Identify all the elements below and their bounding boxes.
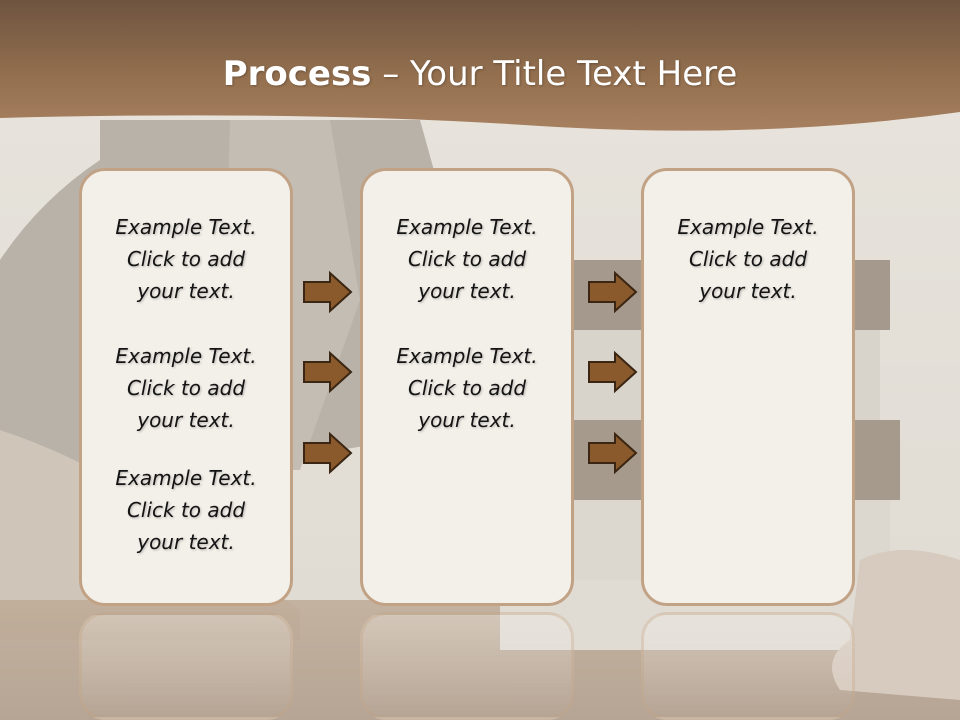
process-box-3[interactable]: Example Text. Click to add your text. (641, 168, 855, 606)
right-arrow-icon (303, 431, 353, 475)
box-reflection (79, 612, 293, 720)
text-line: Click to add (407, 376, 527, 400)
text-line: Click to add (126, 376, 246, 400)
text-line: Click to add (126, 247, 246, 271)
text-line: Example Text. (115, 466, 257, 490)
text-line: Example Text. (396, 344, 538, 368)
title-bold: Process (222, 54, 372, 94)
right-arrow-icon (588, 270, 638, 314)
text-line: Example Text. (677, 215, 819, 239)
text-line: your text. (418, 279, 516, 303)
text-line: Click to add (126, 498, 246, 522)
process-box-2[interactable]: Example Text. Click to add your text. Ex… (360, 168, 574, 606)
box-reflection (360, 612, 574, 720)
right-arrow-icon (303, 350, 353, 394)
text-line: your text. (137, 279, 235, 303)
right-arrow-icon (303, 270, 353, 314)
text-line: Click to add (688, 247, 808, 271)
text-line: your text. (137, 530, 235, 554)
text-line: your text. (418, 408, 516, 432)
text-block[interactable]: Example Text. Click to add your text. (82, 462, 290, 558)
right-arrow-icon (588, 350, 638, 394)
text-line: Click to add (407, 247, 527, 271)
box-reflection (641, 612, 855, 720)
text-line: Example Text. (115, 344, 257, 368)
text-line: Example Text. (396, 215, 538, 239)
slide-title[interactable]: Process – Your Title Text Here (0, 52, 960, 96)
text-block[interactable]: Example Text. Click to add your text. (363, 211, 571, 307)
title-rest: – Your Title Text Here (371, 54, 738, 94)
text-line: Example Text. (115, 215, 257, 239)
text-line: your text. (699, 279, 797, 303)
text-block[interactable]: Example Text. Click to add your text. (82, 211, 290, 307)
text-block[interactable]: Example Text. Click to add your text. (363, 340, 571, 436)
text-block[interactable]: Example Text. Click to add your text. (644, 211, 852, 307)
text-line: your text. (137, 408, 235, 432)
right-arrow-icon (588, 431, 638, 475)
process-box-1[interactable]: Example Text. Click to add your text. Ex… (79, 168, 293, 606)
text-block[interactable]: Example Text. Click to add your text. (82, 340, 290, 436)
